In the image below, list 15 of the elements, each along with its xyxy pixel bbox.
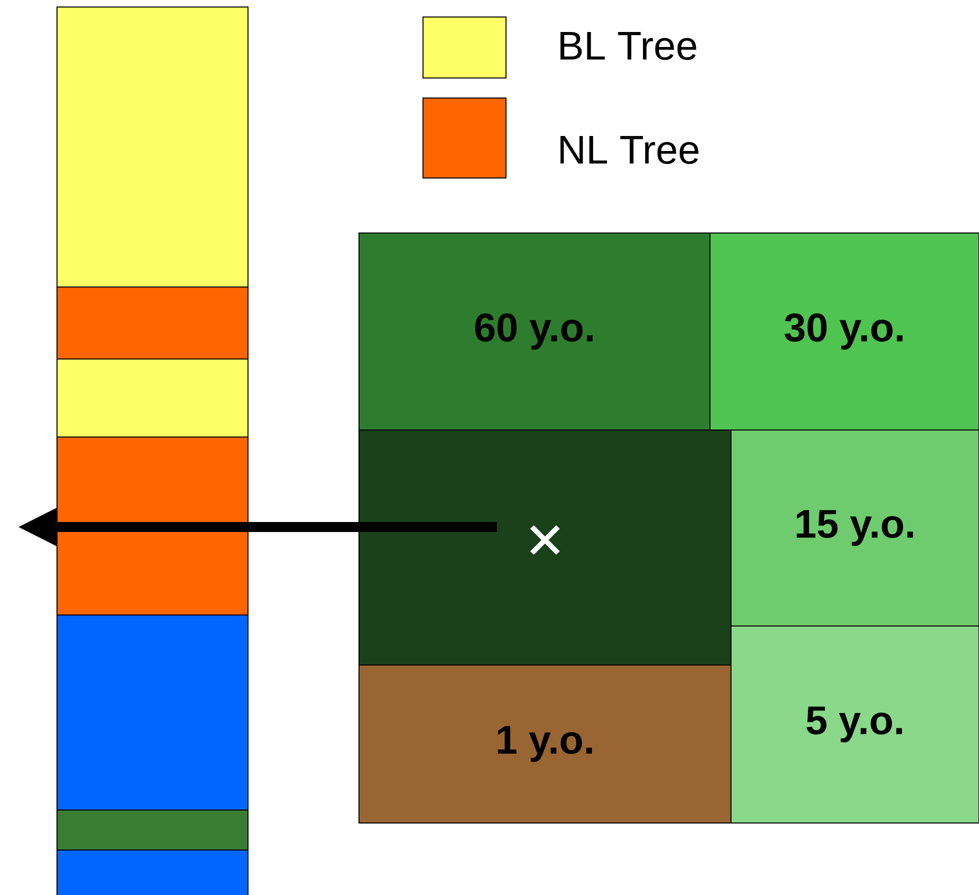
age-cell: 30 y.o.: [710, 232, 979, 430]
color-band: [56, 810, 248, 850]
age-cell: [358, 430, 732, 666]
color-band: [56, 286, 248, 360]
age-cell: 15 y.o.: [730, 430, 979, 626]
color-band: [56, 436, 248, 616]
legend-label: BL Tree: [560, 32, 696, 60]
color-band: [56, 850, 248, 895]
age-cell: 60 y.o.: [358, 232, 710, 430]
color-band: [56, 358, 248, 438]
legend-label: NL Tree: [560, 136, 698, 164]
age-cell: 5 y.o.: [730, 626, 979, 824]
age-cell: 1 y.o.: [358, 664, 732, 824]
color-band: [56, 6, 248, 288]
color-band: [56, 614, 248, 810]
